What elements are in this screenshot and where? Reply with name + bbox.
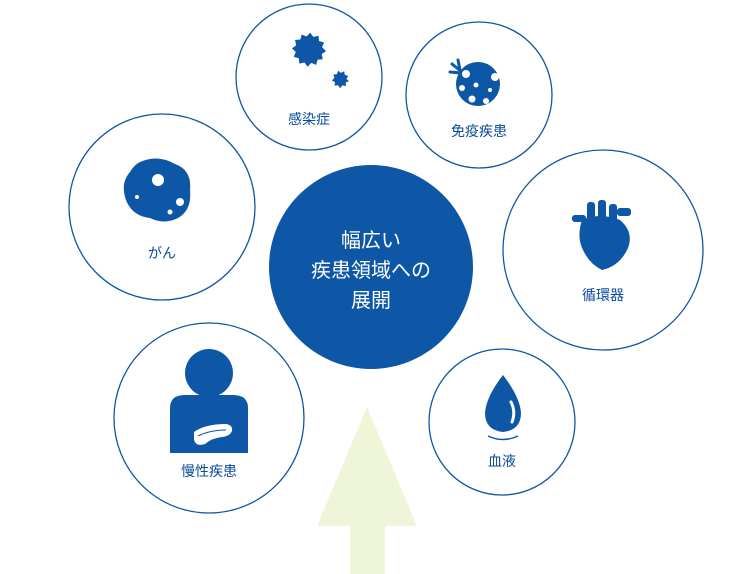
node-immune: 免疫疾患 xyxy=(405,21,553,169)
tumor-cell-icon xyxy=(123,158,191,222)
node-cancer-label: がん xyxy=(148,246,176,262)
node-blood-label: 血液 xyxy=(488,454,516,470)
center-circle: 幅広い 疾患領域への 展開 xyxy=(269,165,473,369)
node-chronic-label: 慢性疾患 xyxy=(181,463,237,480)
node-blood: 血液 xyxy=(428,348,576,496)
virus-icon xyxy=(292,32,349,89)
node-infection: 感染症 xyxy=(235,3,383,151)
immune-cell-icon xyxy=(448,58,500,106)
center-label-line-3: 展開 xyxy=(351,288,391,312)
person-pancreas-icon xyxy=(170,349,248,453)
node-chronic: 慢性疾患 xyxy=(113,322,305,514)
blood-drop-icon xyxy=(485,375,521,441)
node-immune-label: 免疫疾患 xyxy=(451,124,507,140)
node-infection-label: 感染症 xyxy=(288,111,330,128)
node-circulatory: 循環器 xyxy=(502,149,704,351)
node-cancer: がん xyxy=(68,113,256,301)
center-label-line-2: 疾患領域への xyxy=(311,258,431,282)
heart-icon xyxy=(572,200,631,270)
node-circulatory-label: 循環器 xyxy=(582,288,624,304)
upward-arrow xyxy=(317,407,417,574)
center-label-line-1: 幅広い xyxy=(341,228,401,252)
